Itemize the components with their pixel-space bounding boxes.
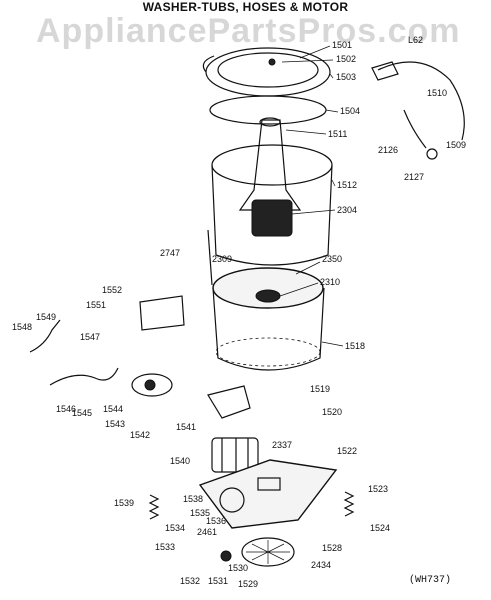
label-2747: 2747	[160, 248, 180, 258]
label-1509: 1509	[446, 140, 466, 150]
label-1536: 1536	[206, 516, 226, 526]
part-labels: 1501 1502 1503 1504 1511 1512 2304 1510 …	[12, 35, 466, 589]
label-1541: 1541	[176, 422, 196, 432]
washer-1530	[220, 550, 232, 562]
label-1547: 1547	[80, 332, 100, 342]
label-1538: 1538	[183, 494, 203, 504]
label-1511: 1511	[328, 129, 347, 139]
leader-lines	[279, 45, 344, 347]
label-1530: 1530	[228, 563, 248, 573]
label-1549: 1549	[36, 312, 56, 322]
pulley-1528	[241, 537, 295, 567]
diagram-title: WASHER-TUBS, HOSES & MOTOR	[142, 0, 349, 14]
bracket-1552	[139, 295, 185, 331]
outer-tub-1518	[212, 267, 325, 371]
label-1548: 1548	[12, 322, 32, 332]
label-1534: 1534	[165, 523, 185, 533]
label-1544: 1544	[103, 404, 123, 414]
label-1524: 1524	[370, 523, 390, 533]
label-1546: 1546	[56, 404, 76, 414]
diagram-ref-code: (WH737)	[408, 575, 451, 586]
tub-cover-1503	[202, 47, 331, 97]
label-2126: 2126	[378, 145, 398, 155]
label-1551: 1551	[86, 300, 106, 310]
label-2304: 2304	[337, 205, 357, 215]
hose-2126	[403, 109, 438, 160]
label-1520: 1520	[322, 407, 342, 417]
agitator-1511	[238, 117, 302, 211]
fill-hose-1510	[371, 61, 465, 141]
label-1552: 1552	[102, 285, 122, 295]
base-frame-1522	[198, 459, 338, 529]
label-1522: 1522	[337, 446, 357, 456]
label-1545: 1545	[72, 408, 92, 418]
label-L62: L62	[408, 35, 423, 45]
spring-1539	[148, 494, 160, 520]
label-2461: 2461	[197, 527, 217, 537]
label-1529: 1529	[238, 579, 258, 589]
label-1512: 1512	[337, 180, 357, 190]
rod-2747	[207, 229, 213, 286]
label-2337: 2337	[272, 440, 292, 450]
label-1510: 1510	[427, 88, 447, 98]
label-2350: 2350	[322, 254, 342, 264]
hose-1545	[49, 367, 119, 386]
label-1531: 1531	[208, 576, 228, 586]
label-2310: 2310	[320, 277, 340, 287]
label-1518: 1518	[345, 341, 365, 351]
pump-1543	[131, 373, 173, 397]
label-2309: 2309	[212, 254, 232, 264]
housing-1541	[207, 385, 251, 419]
wash-basket-1512	[211, 144, 333, 266]
label-1540: 1540	[170, 456, 190, 466]
label-1528: 1528	[322, 543, 342, 553]
label-1532: 1532	[180, 576, 200, 586]
label-1539: 1539	[114, 498, 134, 508]
label-1543: 1543	[105, 419, 125, 429]
label-1523: 1523	[368, 484, 388, 494]
label-1503: 1503	[336, 72, 356, 82]
label-2127: 2127	[404, 172, 424, 182]
watermark: AppliancePartsPros.com	[36, 12, 461, 50]
label-1501: 1501	[332, 40, 352, 50]
label-2434: 2434	[311, 560, 331, 570]
label-1533: 1533	[155, 542, 175, 552]
spring-1523	[343, 491, 355, 517]
label-1519: 1519	[310, 384, 330, 394]
label-1502: 1502	[336, 54, 356, 64]
label-1535: 1535	[190, 508, 210, 518]
label-1504: 1504	[340, 106, 360, 116]
hose-1549	[29, 319, 61, 353]
label-1542: 1542	[130, 430, 150, 440]
